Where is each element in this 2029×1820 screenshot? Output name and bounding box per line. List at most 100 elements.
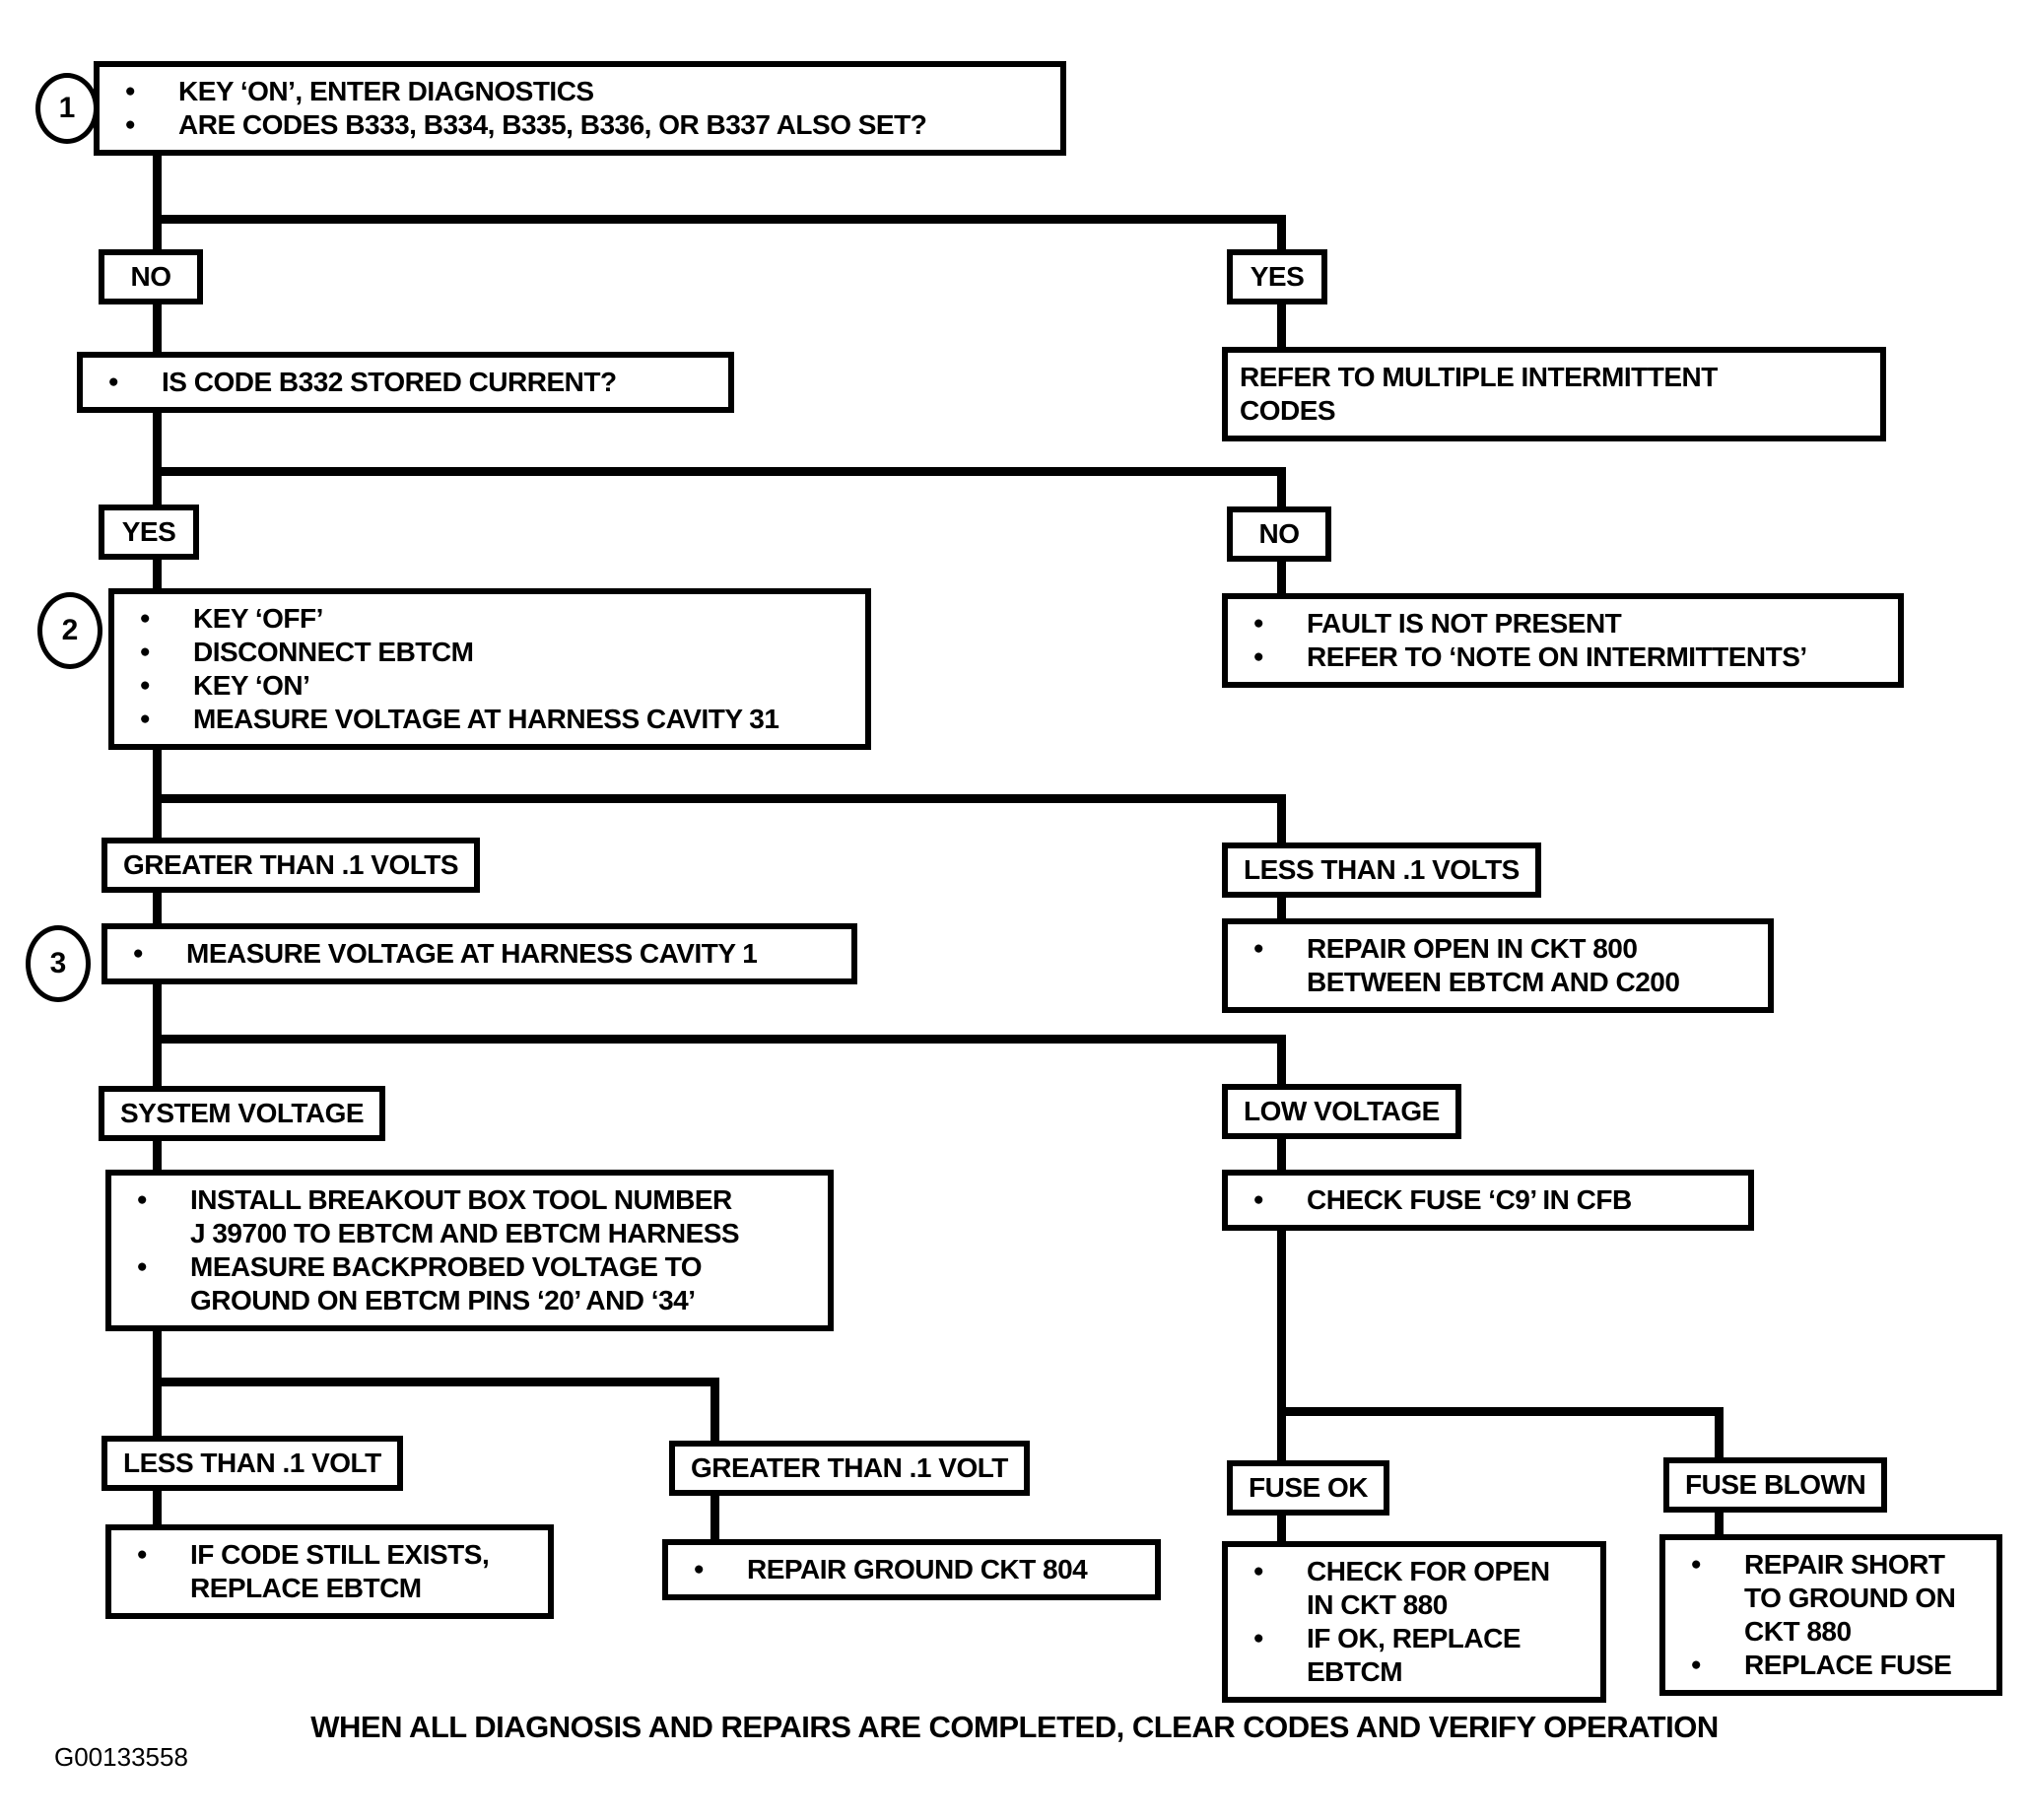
connector-line xyxy=(153,296,162,362)
connector-line xyxy=(1277,1131,1286,1180)
connector-line xyxy=(153,138,162,259)
box-step2: ●KEY ‘OFF’ ●DISCONNECT EBTCM ●KEY ‘ON’ ●… xyxy=(108,588,871,750)
connector-line xyxy=(153,1133,162,1180)
box-fault-not-present-bullet-1: ●FAULT IS NOT PRESENT xyxy=(1240,607,1886,640)
step-number-1: 1 xyxy=(35,73,99,144)
bullet-icon: ● xyxy=(1252,1189,1264,1210)
branch-label-greater-than-1-volt: GREATER THAN .1 VOLT xyxy=(669,1441,1030,1496)
connector-line xyxy=(1715,1407,1724,1467)
step-number-1-text: 1 xyxy=(58,92,76,124)
branch-label-no-1: NO xyxy=(99,249,203,304)
connector-line xyxy=(153,1378,719,1386)
box-breakout-box: ●INSTALL BREAKOUT BOX TOOL NUMBER J 3970… xyxy=(105,1170,834,1331)
box-is-code-b332: ●IS CODE B332 STORED CURRENT? xyxy=(77,352,734,413)
box-step2-bullet-2: ●DISCONNECT EBTCM xyxy=(126,636,853,669)
branch-label-yes-1: YES xyxy=(1227,249,1327,304)
box-refer-multiple-intermittent-text: REFER TO MULTIPLE INTERMITTENT CODES xyxy=(1240,362,1718,426)
box-repair-ckt-800: ●REPAIR OPEN IN CKT 800 BETWEEN EBTCM AN… xyxy=(1222,918,1774,1013)
box-step3-bullet-1: ●MEASURE VOLTAGE AT HARNESS CAVITY 1 xyxy=(119,937,840,971)
connector-line xyxy=(1277,554,1286,603)
bullet-icon: ● xyxy=(139,608,151,629)
box-breakout-box-bullet-2: ●MEASURE BACKPROBED VOLTAGE TO GROUND ON… xyxy=(123,1250,816,1317)
connector-line xyxy=(153,794,1286,803)
box-check-open-ckt-880-bullet-1: ●CHECK FOR OPEN IN CKT 880 xyxy=(1240,1555,1589,1622)
figure-id: G00133558 xyxy=(54,1742,188,1772)
box-step1-bullet-2: ●ARE CODES B333, B334, B335, B336, OR B3… xyxy=(111,108,1048,142)
connector-line xyxy=(1277,1407,1724,1416)
box-fault-not-present: ●FAULT IS NOT PRESENT ●REFER TO ‘NOTE ON… xyxy=(1222,593,1904,688)
branch-label-system-voltage: SYSTEM VOLTAGE xyxy=(99,1086,386,1141)
branch-label-low-voltage: LOW VOLTAGE xyxy=(1222,1084,1461,1139)
step-number-2: 2 xyxy=(37,592,102,669)
connector-line xyxy=(1277,1035,1286,1094)
footer-note: WHEN ALL DIAGNOSIS AND REPAIRS ARE COMPL… xyxy=(310,1710,1719,1744)
connector-line xyxy=(1277,794,1286,852)
connector-line xyxy=(153,467,1286,476)
box-refer-multiple-intermittent: REFER TO MULTIPLE INTERMITTENT CODES xyxy=(1222,347,1886,441)
box-repair-ckt-804-bullet-1: ●REPAIR GROUND CKT 804 xyxy=(680,1553,1143,1586)
box-replace-ebtcm: ●IF CODE STILL EXISTS, REPLACE EBTCM xyxy=(105,1524,554,1619)
bullet-icon: ● xyxy=(107,371,119,392)
box-check-fuse: ●CHECK FUSE ‘C9’ IN CFB xyxy=(1222,1170,1754,1231)
branch-label-no-2: NO xyxy=(1227,506,1331,562)
bullet-icon: ● xyxy=(132,943,144,964)
bullet-icon: ● xyxy=(139,708,151,729)
box-fault-not-present-bullet-2: ●REFER TO ‘NOTE ON INTERMITTENTS’ xyxy=(1240,640,1886,674)
bullet-icon: ● xyxy=(1690,1554,1702,1575)
branch-label-yes-2: YES xyxy=(99,505,199,560)
connector-line xyxy=(1715,1505,1724,1544)
step-number-3: 3 xyxy=(26,925,91,1002)
bullet-icon: ● xyxy=(1252,646,1264,667)
bullet-icon: ● xyxy=(136,1189,148,1210)
box-step1-bullet-1: ●KEY ‘ON’, ENTER DIAGNOSTICS xyxy=(111,75,1048,108)
box-step2-bullet-3: ●KEY ‘ON’ xyxy=(126,669,853,703)
connector-line xyxy=(153,1035,1286,1044)
branch-label-greater-than-1-volts: GREATER THAN .1 VOLTS xyxy=(101,838,481,893)
bullet-icon: ● xyxy=(124,114,136,135)
bullet-icon: ● xyxy=(1252,613,1264,634)
connector-line xyxy=(153,1485,162,1534)
bullet-icon: ● xyxy=(139,641,151,662)
box-step3: ●MEASURE VOLTAGE AT HARNESS CAVITY 1 xyxy=(101,923,857,984)
bullet-icon: ● xyxy=(136,1256,148,1277)
box-check-open-ckt-880-bullet-2: ●IF OK, REPLACE EBTCM xyxy=(1240,1622,1589,1689)
box-repair-short-ckt-880-bullet-1: ●REPAIR SHORT TO GROUND ON CKT 880 xyxy=(1677,1548,1985,1649)
connector-line xyxy=(153,404,162,514)
bullet-icon: ● xyxy=(124,81,136,101)
bullet-icon: ● xyxy=(1252,938,1264,959)
branch-label-fuse-blown: FUSE BLOWN xyxy=(1663,1457,1888,1513)
box-step1: ●KEY ‘ON’, ENTER DIAGNOSTICS ●ARE CODES … xyxy=(94,61,1066,156)
connector-line xyxy=(710,1488,719,1549)
box-breakout-box-bullet-1: ●INSTALL BREAKOUT BOX TOOL NUMBER J 3970… xyxy=(123,1183,816,1250)
step-number-2-text: 2 xyxy=(61,614,79,646)
bullet-icon: ● xyxy=(136,1544,148,1565)
branch-label-fuse-ok: FUSE OK xyxy=(1227,1460,1389,1516)
branch-label-less-than-1-volts: LESS THAN .1 VOLTS xyxy=(1222,843,1541,898)
connector-line xyxy=(1277,215,1286,259)
branch-label-less-than-1-volt: LESS THAN .1 VOLT xyxy=(101,1436,403,1491)
step-number-3-text: 3 xyxy=(49,947,67,979)
bullet-icon: ● xyxy=(1252,1561,1264,1582)
connector-line xyxy=(153,885,162,933)
connector-line xyxy=(1277,467,1286,516)
box-repair-short-ckt-880-bullet-2: ●REPLACE FUSE xyxy=(1677,1649,1985,1682)
connector-line xyxy=(1277,296,1286,357)
connector-line xyxy=(1277,890,1286,928)
box-repair-short-ckt-880: ●REPAIR SHORT TO GROUND ON CKT 880 ●REPL… xyxy=(1659,1534,2002,1696)
box-repair-ckt-800-bullet-1: ●REPAIR OPEN IN CKT 800 BETWEEN EBTCM AN… xyxy=(1240,932,1756,999)
connector-line xyxy=(1277,1222,1286,1470)
box-repair-ckt-804: ●REPAIR GROUND CKT 804 xyxy=(662,1539,1161,1600)
connector-line xyxy=(153,552,162,598)
connector-line xyxy=(1277,1508,1286,1551)
bullet-icon: ● xyxy=(1252,1628,1264,1649)
bullet-icon: ● xyxy=(693,1559,705,1580)
bullet-icon: ● xyxy=(139,675,151,696)
box-is-code-b332-bullet-1: ●IS CODE B332 STORED CURRENT? xyxy=(95,366,716,399)
bullet-icon: ● xyxy=(1690,1654,1702,1675)
connector-line xyxy=(710,1378,719,1450)
connector-line xyxy=(153,215,1286,224)
box-step2-bullet-4: ●MEASURE VOLTAGE AT HARNESS CAVITY 31 xyxy=(126,703,853,736)
box-step2-bullet-1: ●KEY ‘OFF’ xyxy=(126,602,853,636)
box-check-open-ckt-880: ●CHECK FOR OPEN IN CKT 880 ●IF OK, REPLA… xyxy=(1222,1541,1606,1703)
